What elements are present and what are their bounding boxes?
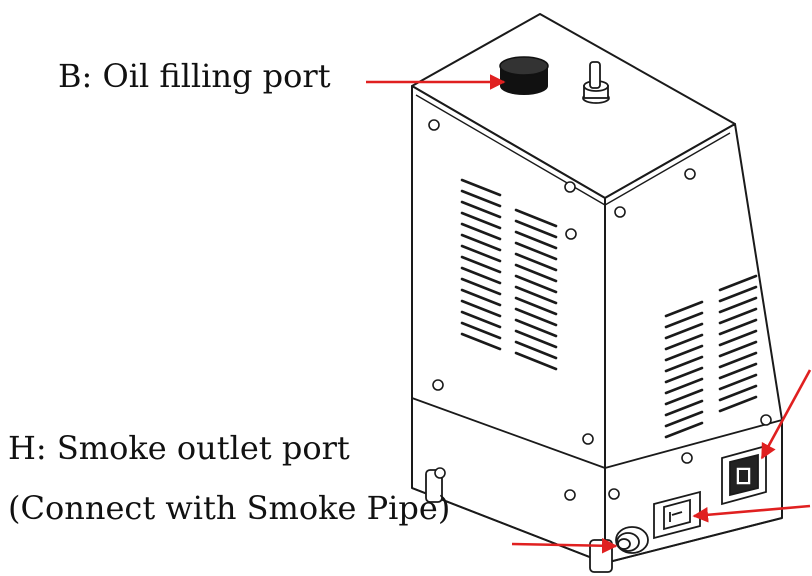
base-band bbox=[411, 397, 783, 564]
arrow-power-switch bbox=[760, 369, 812, 460]
rear-vent-slots bbox=[664, 274, 758, 439]
arrow-power-socket bbox=[692, 504, 811, 523]
power-switch-icon bbox=[721, 444, 767, 506]
arrow-smoke-outlet-port bbox=[511, 537, 618, 554]
smoke-outlet-port-label: H: Smoke outlet port bbox=[8, 429, 350, 467]
leader-arrows bbox=[366, 74, 812, 554]
left-vent-slots bbox=[460, 178, 558, 371]
oil-filling-cap-icon bbox=[499, 56, 549, 95]
power-socket-icon bbox=[653, 490, 701, 540]
oil-filling-port-label: B: Oil filling port bbox=[58, 57, 331, 95]
screws bbox=[428, 119, 772, 501]
smoke-outlet-port-icon bbox=[615, 526, 649, 554]
smoke-outlet-note-label: (Connect with Smoke Pipe) bbox=[8, 489, 451, 527]
vent-tube-icon bbox=[582, 61, 610, 104]
